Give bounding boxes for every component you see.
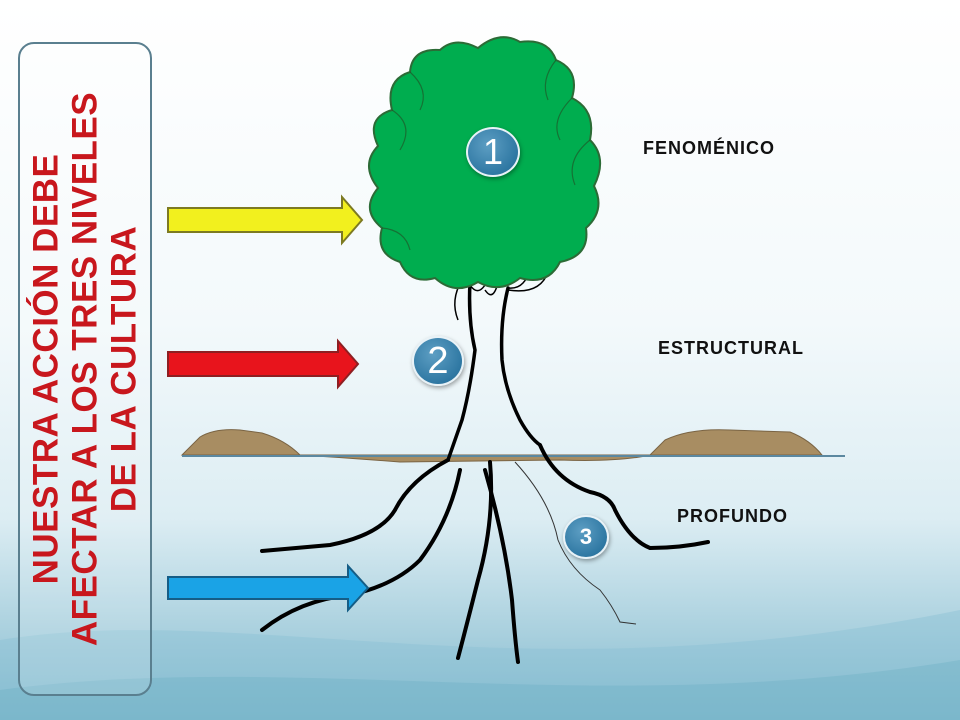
thin-root bbox=[514, 461, 637, 625]
title-box bbox=[18, 42, 152, 696]
canopy-lobes bbox=[381, 59, 591, 251]
arrow-structural bbox=[167, 338, 360, 390]
level-1-badge: 1 bbox=[466, 127, 520, 177]
label-fenomenico: FENOMÉNICO bbox=[643, 138, 776, 158]
arrow-phenomenal bbox=[167, 194, 364, 246]
level-2-badge: 2 bbox=[412, 336, 464, 386]
label-profundo: PROFUNDO bbox=[677, 506, 788, 526]
roots bbox=[260, 443, 710, 664]
trunk bbox=[446, 280, 542, 462]
label-estructural: ESTRUCTURAL bbox=[658, 338, 804, 358]
level-3-badge: 3 bbox=[563, 515, 609, 559]
arrow-deep bbox=[167, 563, 370, 613]
ground bbox=[180, 429, 845, 463]
